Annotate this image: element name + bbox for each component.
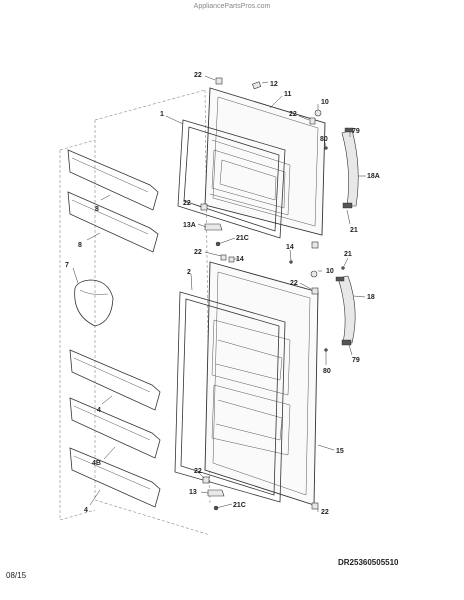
callout-22: 22 (194, 468, 202, 475)
handle-18 (337, 275, 356, 344)
revision-date: 08/15 (6, 571, 27, 580)
callout-79: 79 (352, 357, 360, 364)
callout-22: 22 (289, 111, 297, 118)
callout-2: 2 (187, 269, 191, 276)
callout-21c: 21C (236, 235, 249, 242)
drawing-id: DR25360505510 (338, 558, 399, 567)
callout-21: 21 (344, 251, 352, 258)
callout-22: 22 (194, 249, 202, 256)
callout-80: 80 (320, 136, 328, 143)
callout-14: 14 (286, 244, 294, 251)
fresh-food-door-gasket (174, 291, 286, 503)
callout-4b: 4B (92, 460, 101, 467)
door-bin-8-upper (67, 149, 159, 211)
callout-1: 1 (160, 111, 164, 118)
source-watermark: AppliancePartsPros.com (193, 3, 271, 10)
callout-14: 14 (236, 256, 244, 263)
dairy-container-7 (74, 279, 114, 327)
callout-21: 21 (350, 227, 358, 234)
freezer-door (204, 87, 326, 236)
cabinet-outline (59, 89, 211, 536)
callout-18: 18 (367, 294, 375, 301)
callout-12: 12 (270, 81, 278, 88)
callout-11: 11 (284, 91, 292, 98)
callout-13a: 13A (183, 222, 196, 229)
callout-22: 22 (321, 509, 329, 516)
callout-22: 22 (290, 280, 298, 287)
callout-22: 22 (183, 200, 191, 207)
callout-79: 79 (352, 128, 360, 135)
fresh-food-door (204, 261, 319, 506)
callout-labels: 22 12 11 10 22 79 1 80 18A 8 22 8 13A 21… (65, 72, 380, 516)
leader-lines (72, 75, 366, 512)
callout-22: 22 (194, 72, 202, 79)
door-bin-4-upper (69, 349, 161, 411)
callout-21c: 21C (233, 502, 246, 509)
callout-80: 80 (323, 368, 331, 375)
callout-4: 4 (84, 507, 88, 514)
door-bin-8-lower (67, 191, 159, 253)
callout-18a: 18A (367, 173, 380, 180)
handle-18a (341, 129, 359, 207)
callout-8: 8 (78, 242, 82, 249)
callout-10: 10 (326, 268, 334, 275)
freezer-door-gasket (177, 119, 286, 239)
callout-10: 10 (321, 99, 329, 106)
callout-13: 13 (189, 489, 197, 496)
callout-15: 15 (336, 448, 344, 455)
door-bin-4b (69, 397, 161, 459)
callout-7: 7 (65, 262, 69, 269)
callout-4: 4 (97, 407, 101, 414)
callout-8: 8 (95, 206, 99, 213)
door-bin-4-lower (69, 447, 161, 508)
hardware (200, 77, 354, 511)
